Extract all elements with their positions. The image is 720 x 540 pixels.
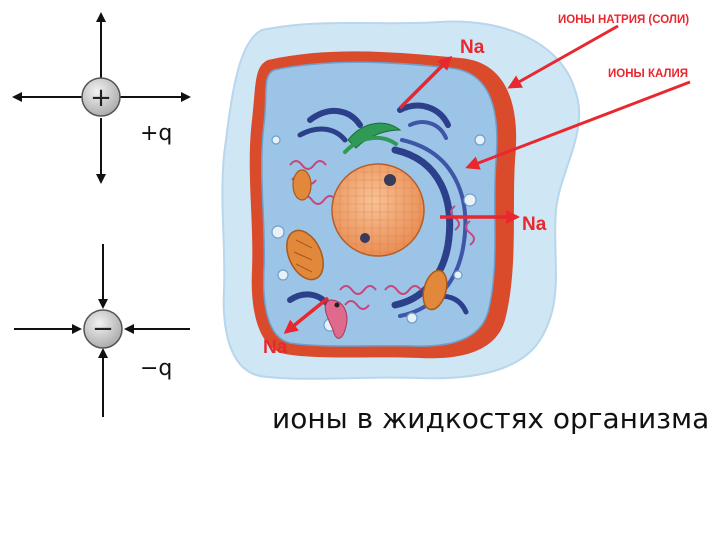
positive-charge-label: +q	[140, 121, 172, 146]
positive-charge-diagram: + +q	[14, 14, 189, 182]
caption: ионы в жидкостях организма	[272, 402, 712, 442]
ion-label-right: Na	[522, 214, 547, 235]
nucleolus	[384, 174, 396, 186]
legend-sodium-ions: ИОНЫ НАТРИЯ (СОЛИ)	[558, 14, 689, 26]
ion-label-top: Na	[460, 37, 485, 58]
mitochondrion	[293, 170, 311, 200]
negative-charge-diagram: − −q	[14, 244, 190, 417]
positive-charge-sign: +	[90, 83, 112, 113]
ion-label-bottom: Na	[263, 337, 288, 358]
legend-potassium-ions: ИОНЫ КАЛИЯ	[608, 68, 688, 80]
cell-illustration	[222, 22, 579, 379]
negative-charge-label: −q	[140, 356, 172, 381]
negative-charge-sign: −	[92, 314, 114, 344]
